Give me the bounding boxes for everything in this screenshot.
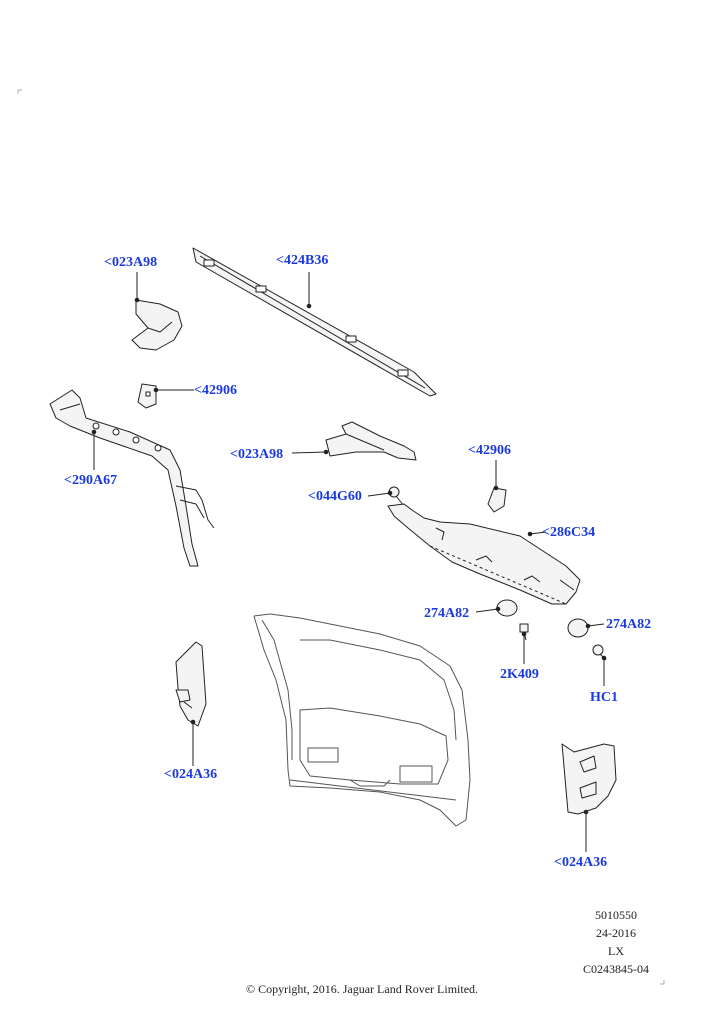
doc-reference: C0243845-04: [583, 962, 649, 976]
callout-290a67[interactable]: <290A67: [64, 473, 118, 488]
doc-number: 5010550: [595, 908, 637, 922]
roof-header-trim-part: [192, 247, 437, 397]
leader-c11: [521, 631, 527, 664]
leader-c7: [367, 490, 393, 497]
tailgate-upper-trim-part: [387, 503, 581, 605]
leader-c10: [585, 623, 605, 629]
leader-c5: [291, 449, 329, 455]
lower-trim-left-part: [175, 641, 207, 727]
leader-c3: [153, 387, 194, 393]
pillar-trim-part: [49, 389, 215, 567]
clip-left-part: [137, 383, 157, 409]
callout-hc1[interactable]: HC1: [590, 690, 618, 705]
callout-044g60[interactable]: <044G60: [308, 489, 362, 504]
leader-c8: [527, 531, 547, 537]
leader-c9: [475, 606, 501, 613]
leader-c13: [190, 719, 196, 766]
leader-c1: [134, 272, 140, 303]
bracket-middle-part: [325, 421, 417, 461]
push-pin-part: [388, 486, 405, 507]
callout-42906-left[interactable]: <42906: [194, 383, 237, 398]
doc-model: LX: [608, 944, 624, 958]
leader-c4: [91, 429, 97, 470]
leader-c12: [601, 655, 607, 686]
callout-274a82-left[interactable]: 274A82: [424, 606, 470, 621]
callout-2k409[interactable]: 2K409: [500, 667, 539, 682]
callout-024a36-left[interactable]: <024A36: [164, 767, 218, 782]
clip-right-part: [487, 487, 507, 513]
callout-286c34[interactable]: <286C34: [542, 525, 596, 540]
leader-c14: [583, 809, 589, 852]
copyright-notice: © Copyright, 2016. Jaguar Land Rover Lim…: [245, 982, 479, 996]
leader-c2: [306, 272, 312, 309]
cap-right-part: [567, 618, 589, 638]
callout-424b36[interactable]: <424B36: [276, 253, 329, 268]
callout-023a98-top[interactable]: <023A98: [104, 255, 158, 270]
callout-42906-right[interactable]: <42906: [468, 443, 511, 458]
corner-marks: [17, 89, 665, 985]
lower-trim-right-part: [561, 743, 617, 815]
doc-date: 24-2016: [596, 926, 636, 940]
callout-274a82-right[interactable]: 274A82: [606, 617, 652, 632]
bracket-left-part: [131, 299, 183, 351]
leader-c6: [493, 460, 499, 491]
tailgate-outline-part: [253, 613, 471, 827]
callout-023a98-middle[interactable]: <023A98: [230, 447, 284, 462]
callout-024a36-right[interactable]: <024A36: [554, 855, 608, 870]
